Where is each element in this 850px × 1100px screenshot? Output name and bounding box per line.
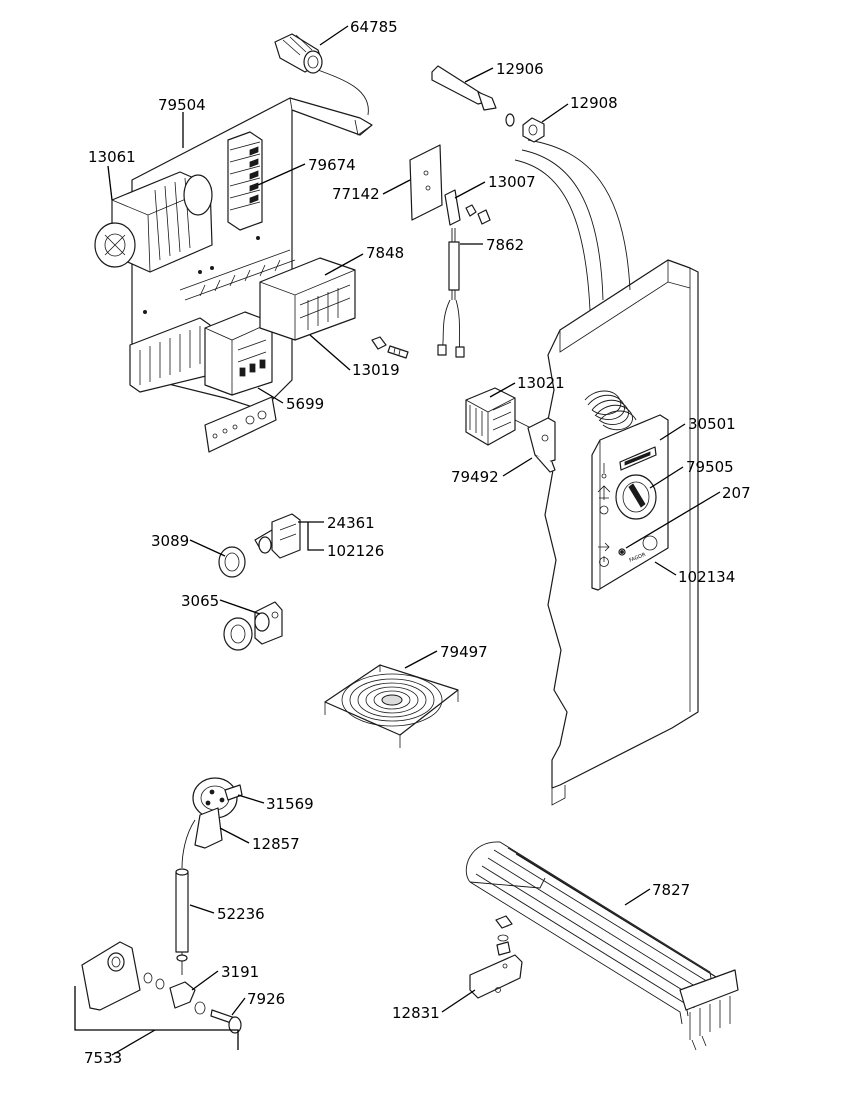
label-5699: 5699 bbox=[286, 395, 324, 413]
label-3065: 3065 bbox=[181, 592, 219, 610]
heat-sink bbox=[129, 317, 211, 393]
element-bracket bbox=[469, 954, 523, 999]
heating-element bbox=[465, 841, 739, 1051]
thermometer-icon bbox=[601, 463, 607, 479]
circle-icon bbox=[599, 505, 609, 515]
sensor-cable bbox=[448, 241, 460, 291]
arrow-icon bbox=[598, 542, 610, 552]
fagor-logo-icon bbox=[642, 535, 658, 551]
label-12908: 12908 bbox=[570, 94, 618, 112]
label-102134: 102134 bbox=[678, 568, 735, 586]
cable-gland bbox=[274, 33, 323, 74]
probe-nut bbox=[522, 117, 545, 143]
label-79497: 79497 bbox=[440, 643, 488, 661]
bracket-plate bbox=[409, 144, 491, 358]
label-79674: 79674 bbox=[308, 156, 356, 174]
control-panel-plate: FAGOR bbox=[591, 414, 669, 591]
label-13019: 13019 bbox=[352, 361, 400, 379]
electrical-box-assembly bbox=[94, 33, 409, 453]
label-79492: 79492 bbox=[451, 468, 499, 486]
switch-bracket bbox=[527, 417, 556, 463]
label-77142: 77142 bbox=[332, 185, 380, 203]
mounting-bracket bbox=[194, 807, 223, 849]
drain-cover bbox=[81, 941, 141, 1011]
label-3191: 3191 bbox=[221, 963, 259, 981]
label-7848: 7848 bbox=[366, 244, 404, 262]
relay-block bbox=[259, 257, 356, 341]
t-fitting bbox=[169, 981, 196, 1009]
label-7862: 7862 bbox=[486, 236, 524, 254]
temperature-probe bbox=[431, 65, 487, 105]
label-12857: 12857 bbox=[252, 835, 300, 853]
coil-element bbox=[584, 390, 637, 431]
bolt bbox=[371, 336, 409, 359]
fan-guard bbox=[324, 664, 459, 748]
label-12831: 12831 bbox=[392, 1004, 440, 1022]
drain-fitting-assembly bbox=[81, 941, 242, 1034]
contactor bbox=[204, 311, 273, 396]
label-207: 207 bbox=[722, 484, 751, 502]
timer-motor bbox=[94, 171, 213, 273]
label-64785: 64785 bbox=[350, 18, 398, 36]
label-13021: 13021 bbox=[517, 374, 565, 392]
lamp-holder-assembly bbox=[223, 601, 283, 651]
part-labels: 64785 79504 13061 79674 12906 12908 7714… bbox=[84, 18, 751, 1067]
probe-assembly bbox=[431, 65, 545, 143]
terminal-plate bbox=[204, 396, 277, 453]
pressure-switch-assembly bbox=[175, 777, 243, 975]
label-24361: 24361 bbox=[327, 514, 375, 532]
leader-lines bbox=[107, 25, 721, 1016]
label-102126: 102126 bbox=[327, 542, 384, 560]
air-trap-hose bbox=[175, 871, 189, 953]
label-3089: 3089 bbox=[151, 532, 189, 550]
label-12906: 12906 bbox=[496, 60, 544, 78]
label-13007: 13007 bbox=[488, 173, 536, 191]
terminal-block bbox=[227, 131, 263, 231]
label-79505: 79505 bbox=[686, 458, 734, 476]
indicator-lamp-assembly bbox=[218, 513, 301, 578]
label-7827: 7827 bbox=[652, 881, 690, 899]
side-panel-assembly: FAGOR bbox=[514, 139, 699, 806]
label-7533: 7533 bbox=[84, 1049, 122, 1067]
label-13061: 13061 bbox=[88, 148, 136, 166]
label-79504: 79504 bbox=[158, 96, 206, 114]
dishwasher-arm-icon bbox=[597, 485, 611, 500]
label-30501: 30501 bbox=[688, 415, 736, 433]
rotary-switch bbox=[465, 387, 556, 473]
power-icon bbox=[599, 556, 609, 567]
label-31569: 31569 bbox=[266, 795, 314, 813]
label-52236: 52236 bbox=[217, 905, 265, 923]
label-7926: 7926 bbox=[247, 990, 285, 1008]
